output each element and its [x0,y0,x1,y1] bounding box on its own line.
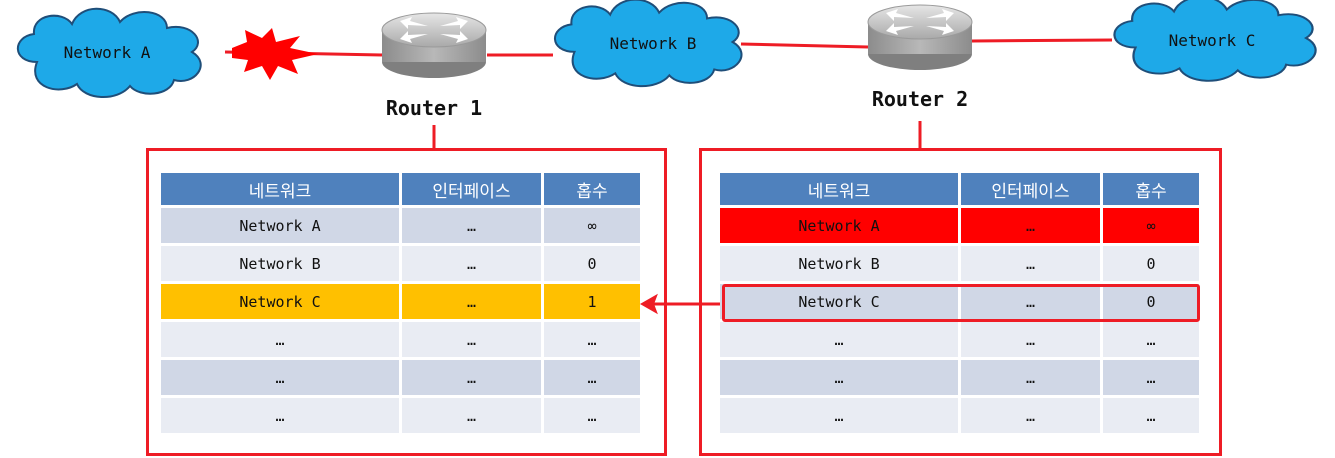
table-row-failed: Network A … ∞ [720,208,1199,243]
cell-hops: … [1103,398,1199,433]
cell-interface: … [961,208,1100,243]
table-row: … … … [720,360,1199,395]
network-c-label: Network C [1169,31,1256,50]
cell-network: … [161,360,399,395]
cell-hops: ∞ [1103,208,1199,243]
table-row: … … … [720,322,1199,357]
cell-interface: … [402,398,541,433]
update-arrow-head-icon [639,293,658,315]
cell-hops: … [1103,360,1199,395]
table-header-row: 네트워크 인터페이스 홉수 [720,173,1199,205]
link-router2-c [971,38,1113,43]
header-hops: 홉수 [544,173,640,205]
table-row-advertised: Network C … 0 [720,284,1199,319]
table-row: Network B … 0 [720,246,1199,281]
router2-routing-table: 네트워크 인터페이스 홉수 Network A … ∞ Network B … … [717,170,1202,436]
table-row: Network A … ∞ [161,208,640,243]
cell-network: … [720,322,958,357]
network-a-label: Network A [64,43,151,62]
cell-network: Network C [720,284,958,319]
router2-icon [867,4,973,71]
table-row-updated: Network C … 1 [161,284,640,319]
router1-table-panel [146,148,667,456]
table-row: … … … [161,360,640,395]
cell-network: … [161,322,399,357]
cell-hops: 0 [544,246,640,281]
header-network: 네트워크 [161,173,399,205]
router1-label: Router 1 [386,96,482,120]
cell-interface: … [402,246,541,281]
cell-network: Network B [720,246,958,281]
cell-interface: … [402,208,541,243]
cell-network: Network A [161,208,399,243]
cell-hops: 0 [1103,246,1199,281]
header-hops: 홉수 [1103,173,1199,205]
cell-interface: … [402,360,541,395]
cell-hops: … [544,360,640,395]
cell-interface: … [961,322,1100,357]
cell-interface: … [961,398,1100,433]
header-interface: 인터페이스 [961,173,1100,205]
cell-hops: 0 [1103,284,1199,319]
router1-icon [381,12,487,79]
cell-hops: … [544,398,640,433]
cell-interface: … [402,322,541,357]
cell-network: Network B [161,246,399,281]
header-network: 네트워크 [720,173,958,205]
header-interface: 인터페이스 [402,173,541,205]
router2-label: Router 2 [872,87,968,111]
cell-interface: … [961,360,1100,395]
router2-table-panel [699,148,1222,456]
router1-routing-table: 네트워크 인터페이스 홉수 Network A … ∞ Network B … … [158,170,643,436]
cell-network: … [720,360,958,395]
cell-hops: … [544,322,640,357]
cell-network: … [720,398,958,433]
advertised-route-highlight-box [722,284,1200,322]
table-row: … … … [720,398,1199,433]
cell-hops: 1 [544,284,640,319]
cell-interface: … [961,246,1100,281]
table-row: … … … [161,398,640,433]
cell-hops: … [1103,322,1199,357]
link-failure-burst-icon [232,28,318,80]
table-header-row: 네트워크 인터페이스 홉수 [161,173,640,205]
cell-hops: ∞ [544,208,640,243]
table-row: Network B … 0 [161,246,640,281]
cell-network: … [161,398,399,433]
network-b-label: Network B [610,34,697,53]
cell-interface: … [961,284,1100,319]
link-b-router2 [740,42,869,49]
cell-interface: … [402,284,541,319]
cell-network: Network A [720,208,958,243]
table-row: … … … [161,322,640,357]
cell-network: Network C [161,284,399,319]
